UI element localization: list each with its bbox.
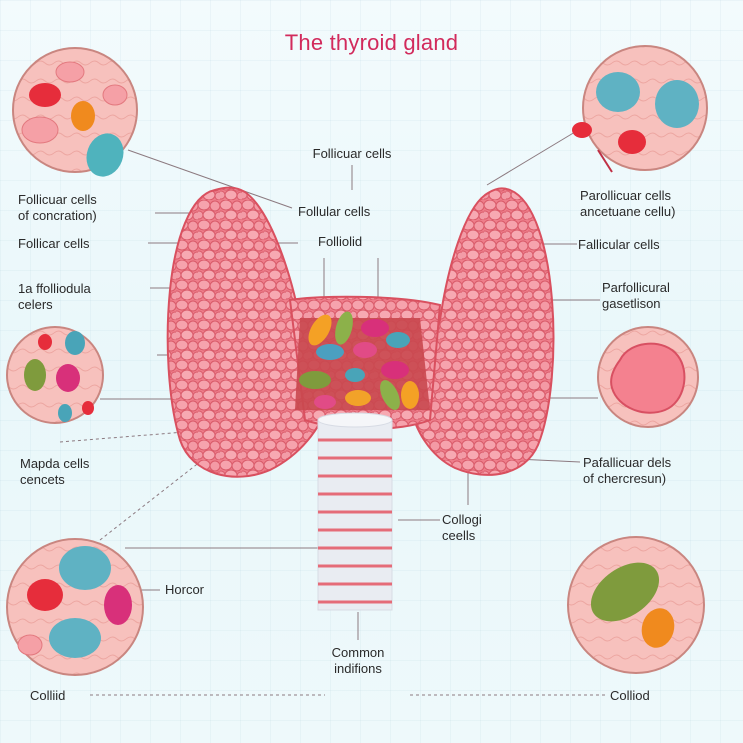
label-left-3: 1a ffolliodula celers — [18, 281, 91, 312]
label-center-folliolid: Folliolid — [318, 234, 363, 249]
trachea — [317, 412, 393, 611]
label-right-3: Parfollicural gasetlison — [602, 280, 670, 311]
label-right-2: Fallicular cells — [578, 237, 660, 252]
magnified-circle-mid-right — [597, 326, 699, 428]
magnified-circle-top-right — [572, 45, 708, 173]
label-left-4: Mapda cells cencets — [20, 456, 90, 487]
magnified-circle-mid-left — [6, 326, 104, 424]
label-left-2: Follicar cells — [18, 236, 90, 251]
magnified-circle-bottom-left — [6, 538, 144, 676]
magnified-circle-top-left — [12, 47, 138, 177]
magnified-circle-bottom-right — [567, 536, 705, 674]
label-bottom-left: Colliid — [30, 688, 66, 703]
label-top-center: Follicuar cells — [312, 146, 392, 161]
label-center-collogi: Collogi ceells — [442, 512, 482, 543]
page-title: The thyroid gland — [284, 30, 459, 55]
label-horcor: Horcor — [165, 582, 205, 597]
central-follicles — [295, 311, 430, 410]
label-center-follicular: Follular cells — [298, 204, 371, 219]
label-right-1: Parollicuar cells ancetuane cellu) — [580, 188, 676, 219]
label-right-4: Pafallicuar dels of chercresun) — [583, 455, 672, 486]
label-common: Common indifions — [331, 645, 385, 676]
label-bottom-right: Colliod — [610, 688, 650, 703]
label-left-1: Follicuar cells of concration) — [18, 192, 97, 223]
